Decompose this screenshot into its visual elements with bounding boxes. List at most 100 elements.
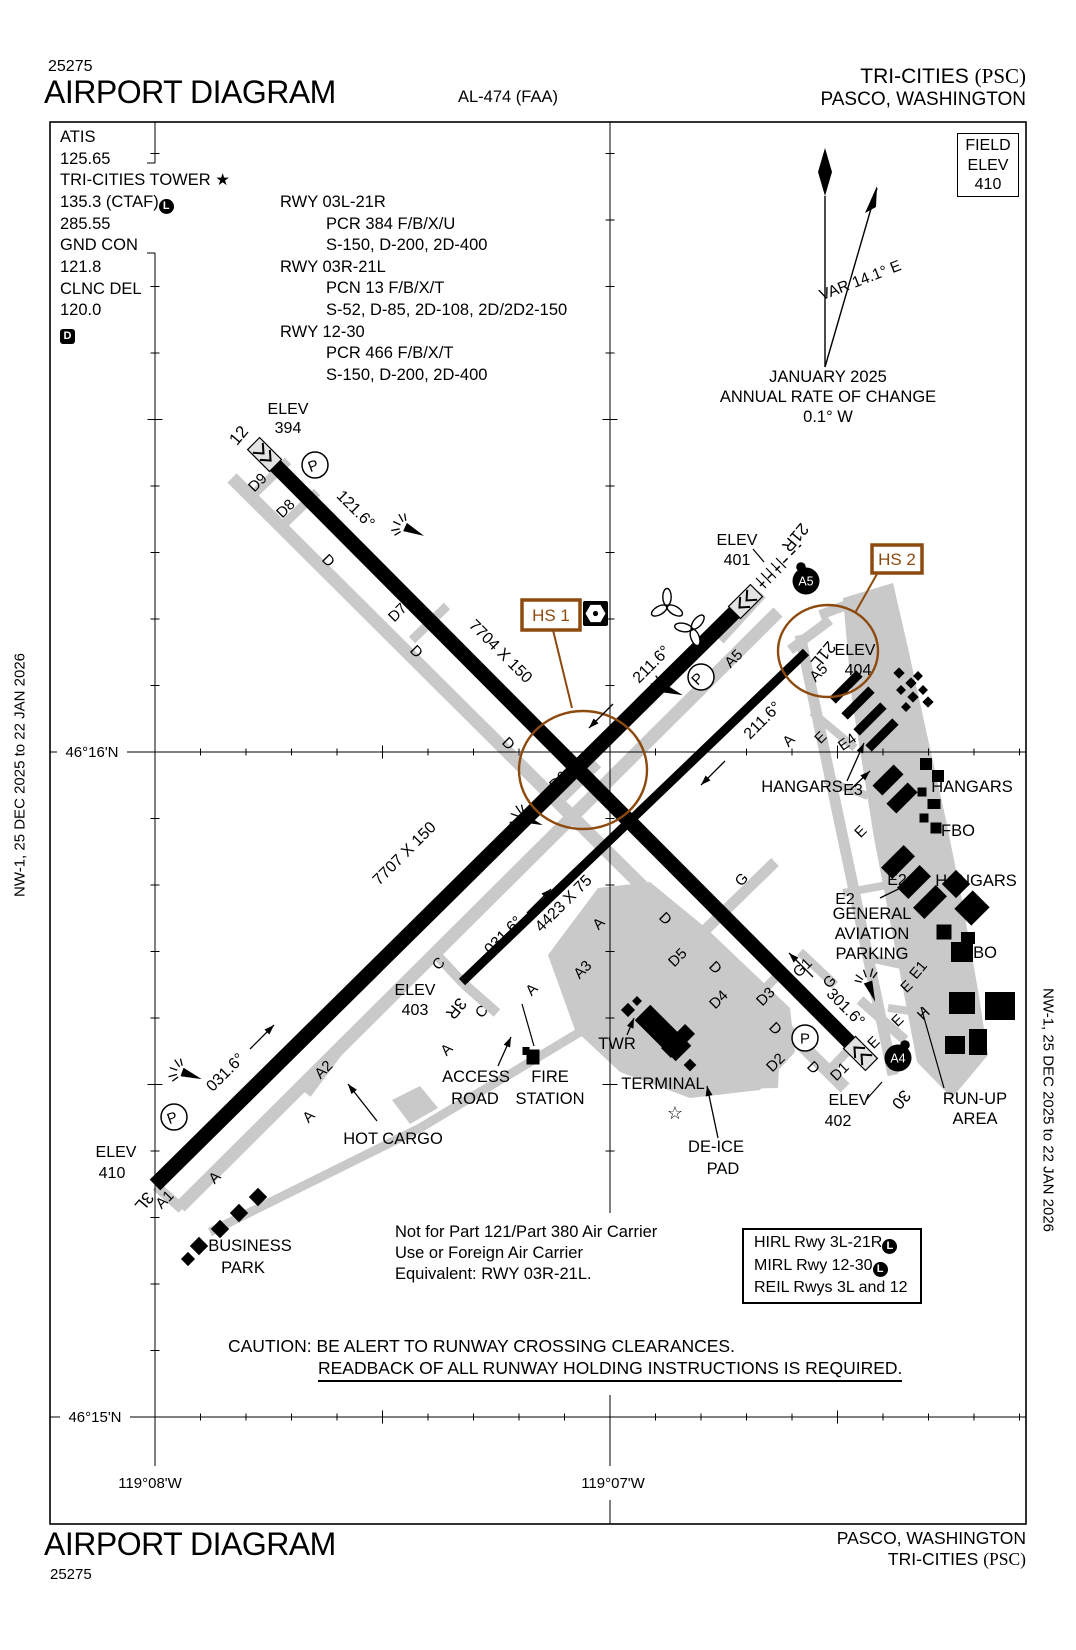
building: [930, 822, 942, 834]
map-label: HANGARS: [931, 778, 1013, 796]
airport-city: PASCO, WASHINGTON: [820, 89, 1026, 110]
lighting-line: REIL Rwys 3L and 12: [754, 1279, 908, 1296]
parking-symbol: [791, 1024, 819, 1052]
arrowhead: [541, 889, 551, 899]
map-label: ACCESS: [442, 1068, 510, 1086]
map-label: VAR 14.1° E: [817, 257, 903, 304]
label-mask: [57, 743, 127, 761]
displaced-threshold: [246, 436, 283, 473]
building: [841, 686, 875, 720]
taxiway: [175, 607, 783, 1212]
map-label: HOT CARGO: [343, 1130, 443, 1148]
map-label: PAD: [707, 1160, 740, 1178]
building: [229, 1203, 249, 1223]
building: [919, 813, 929, 823]
map-label: 410: [99, 1165, 126, 1182]
threshold-hash: [760, 572, 772, 584]
map-label: STATION: [515, 1090, 584, 1108]
chart-border: [49, 121, 1027, 1525]
taxiway: [429, 947, 468, 988]
building: [922, 696, 934, 708]
map-label: ANNUAL RATE OF CHANGE: [720, 388, 936, 406]
building: [949, 992, 975, 1014]
building: [951, 942, 973, 962]
windsock-icon: [650, 587, 684, 617]
building: [945, 1036, 965, 1054]
parking-symbol-letter: P: [800, 1031, 810, 1048]
map-label: FIRE: [531, 1068, 569, 1086]
runway-12-30: [249, 439, 876, 1069]
magnetic-north-barb: [865, 186, 877, 213]
map-label: FBO: [963, 944, 997, 962]
map-label: 30: [888, 1086, 915, 1113]
building: [865, 718, 899, 752]
arrowhead: [908, 879, 919, 887]
map-label: GENERAL: [833, 905, 912, 923]
arrowhead: [626, 1018, 634, 1029]
map-label: 0.1° W: [803, 408, 853, 426]
leader-line: [752, 548, 765, 563]
comm-line: D: [60, 322, 230, 344]
airport-header: TRI-CITIES (PSC) PASCO, WASHINGTON: [820, 64, 1026, 111]
airport-code: (PSC): [974, 64, 1026, 88]
map-label: AVIATION: [835, 925, 910, 943]
runway-data-name: RWY 03L-21R: [280, 193, 386, 211]
building: [632, 996, 642, 1006]
field-elev-word2: ELEV: [967, 156, 1009, 174]
windsock-icon: [674, 614, 705, 647]
arrowhead: [789, 953, 799, 963]
approach-light-icon: [391, 513, 425, 536]
map-label: ELEV: [835, 642, 876, 659]
taxiway: [303, 1040, 349, 1097]
threshold-hash: [765, 567, 777, 579]
chart-id: AL-474 (FAA): [458, 88, 558, 106]
map-label: ELEV: [268, 401, 309, 418]
airport-name: TRI-CITIES: [860, 65, 975, 88]
comm-line: GND CON: [60, 236, 138, 255]
approach-light-icon: [649, 674, 683, 698]
building: [620, 1002, 636, 1018]
caution-line2: READBACK OF ALL RUNWAY HOLDING INSTRUCTI…: [318, 1358, 903, 1382]
parking-symbol: [301, 451, 329, 479]
field-elev-word1: FIELD: [965, 137, 1011, 154]
apron: [392, 1086, 438, 1124]
building: [248, 1187, 268, 1207]
map-label: 21R: [778, 519, 813, 555]
threshold-hash: [755, 577, 767, 589]
building: [872, 764, 904, 796]
edition-right: NW-1, 25 DEC 2025 to 22 JAN 2026: [1039, 987, 1057, 1233]
building: [941, 869, 971, 899]
map-label: 46°16'N: [65, 744, 118, 761]
building: [881, 845, 915, 879]
arrowhead: [503, 1037, 511, 1048]
footer-airport-name: TRI-CITIES: [887, 1549, 984, 1569]
building: [905, 677, 917, 689]
note-line: Equivalent: RWY 03R-21L.: [395, 1265, 592, 1283]
map-label: A: [779, 731, 798, 750]
comm-line: 120.0: [60, 301, 102, 320]
threshold-hash: [770, 562, 782, 574]
taxiway: [823, 776, 870, 800]
comm-line: 121.8: [60, 257, 102, 276]
map-label: 119°08'W: [118, 1475, 182, 1492]
footer-chart-number: 25275: [50, 1566, 92, 1583]
building: [901, 702, 911, 712]
label-mask: [111, 1474, 189, 1492]
map-label: PARK: [221, 1259, 265, 1277]
hotspot-box: [520, 598, 582, 632]
leader-line: [920, 1006, 945, 1089]
footer-airport-code: (PSC): [983, 1549, 1026, 1569]
field-elev-box: FIELD ELEV 410: [957, 133, 1019, 197]
pilot-controlled-lighting-icon: L: [872, 1261, 888, 1277]
map-label: ELEV: [96, 1144, 137, 1161]
taxiway-sign-label: A5: [798, 575, 813, 589]
true-north-arrowhead: [818, 148, 832, 196]
caution-line1: CAUTION: BE ALERT TO RUNWAY CROSSING CLE…: [228, 1336, 735, 1356]
leader-line: [865, 1081, 883, 1101]
building: [920, 758, 932, 770]
map-label: AREA: [953, 1110, 998, 1128]
displaced-threshold: [842, 1035, 879, 1072]
taxiway: [856, 996, 909, 1044]
